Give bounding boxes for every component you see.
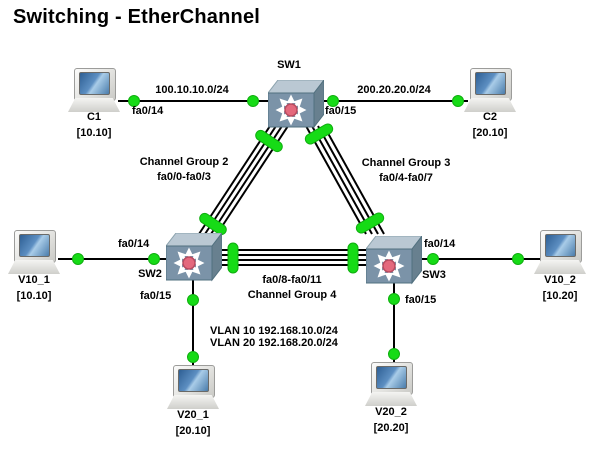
channel-group-2-title: Channel Group 2 <box>139 156 229 168</box>
pc-monitor-icon <box>173 365 215 398</box>
port-label-sw1-fa0-15: fa0/15 <box>325 105 357 117</box>
pc-monitor-icon <box>371 362 413 395</box>
switch-icon <box>266 78 326 129</box>
channel-group-4-title: Channel Group 4 <box>247 289 337 301</box>
switch-sw3[interactable] <box>364 234 424 286</box>
device-name-label: V20_1 <box>177 409 209 421</box>
port-label-sw2-fa0-14: fa0/14 <box>118 238 150 250</box>
switch-sw2[interactable] <box>164 231 224 283</box>
channel-group-3-label: Channel Group 3 fa0/4-fa0/7 <box>336 156 476 186</box>
channel-group-3-title: Channel Group 3 <box>361 157 451 169</box>
page-title: Switching - EtherChannel <box>13 6 261 28</box>
pc-base-icon <box>167 395 219 409</box>
pc-v20-2[interactable]: V20_2 [20.20] <box>361 362 421 438</box>
pc-monitor-icon <box>14 230 56 263</box>
port-label-sw3-fa0-14: fa0/14 <box>424 238 456 250</box>
pc-c1[interactable]: C1 [10.10] <box>64 68 124 144</box>
switch-sw1-label: SW1 <box>277 59 301 71</box>
channel-group-2-ports: fa0/0-fa0/3 <box>157 171 211 183</box>
device-ip-label: [20.10] <box>175 425 211 437</box>
device-name-label: V20_2 <box>375 406 407 418</box>
vlan20-label: VLAN 20 192.168.20.0/24 <box>210 337 338 349</box>
bundle-sw2-sw3[interactable] <box>214 249 372 266</box>
device-ip-label: [10.20] <box>542 290 578 302</box>
port-label-sw2-fa0-15: fa0/15 <box>140 290 172 302</box>
vlan-annotation: VLAN 10 192.168.10.0/24 VLAN 20 192.168.… <box>210 325 338 349</box>
pc-base-icon <box>8 260 60 274</box>
channel-group-4-ports: fa0/8-fa0/11 <box>262 274 322 286</box>
device-name-label: V10_1 <box>18 274 50 286</box>
switch-sw2-label: SW2 <box>138 268 162 280</box>
switch-icon <box>364 234 424 285</box>
pc-screen-icon <box>475 72 506 95</box>
pc-screen-icon <box>178 369 209 392</box>
vlan10-label: VLAN 10 192.168.10.0/24 <box>210 325 338 337</box>
pc-c2[interactable]: C2 [20.10] <box>460 68 520 144</box>
channel-group-4-label: fa0/8-fa0/11 Channel Group 4 <box>222 273 362 303</box>
port-label-sw3-fa0-15: fa0/15 <box>405 294 437 306</box>
device-ip-label: [20.20] <box>373 422 409 434</box>
device-ip-label: [20.10] <box>472 127 508 139</box>
pc-monitor-icon <box>74 68 116 101</box>
device-ip-label: [10.10] <box>76 127 112 139</box>
link-status-dots <box>72 95 524 363</box>
device-ip-label: [10.10] <box>16 290 52 302</box>
pc-screen-icon <box>545 234 576 257</box>
pc-base-icon <box>464 98 516 112</box>
etherchannel-status-pills <box>199 123 385 274</box>
channel-group-2-label: Channel Group 2 fa0/0-fa0/3 <box>114 155 254 185</box>
pc-base-icon <box>534 260 586 274</box>
pc-v10-2[interactable]: V10_2 [10.20] <box>530 230 590 306</box>
switch-icon <box>164 231 224 282</box>
pc-monitor-icon <box>540 230 582 263</box>
pc-screen-icon <box>376 366 407 389</box>
pc-base-icon <box>365 392 417 406</box>
pc-monitor-icon <box>470 68 512 101</box>
pc-v10-1[interactable]: V10_1 [10.10] <box>4 230 64 306</box>
channel-group-3-ports: fa0/4-fa0/7 <box>379 172 433 184</box>
network-label-200: 200.20.20.0/24 <box>357 84 431 96</box>
device-name-label: C2 <box>482 111 498 123</box>
device-name-label: V10_2 <box>544 274 576 286</box>
port-label-c1-fa0-14: fa0/14 <box>132 105 164 117</box>
pc-v20-1[interactable]: V20_1 [20.10] <box>163 365 223 441</box>
device-name-label: C1 <box>86 111 102 123</box>
pc-base-icon <box>68 98 120 112</box>
pc-screen-icon <box>79 72 110 95</box>
pc-screen-icon <box>19 234 50 257</box>
network-label-100: 100.10.10.0/24 <box>155 84 229 96</box>
switch-sw1[interactable] <box>266 78 326 130</box>
switch-sw3-label: SW3 <box>422 269 446 281</box>
